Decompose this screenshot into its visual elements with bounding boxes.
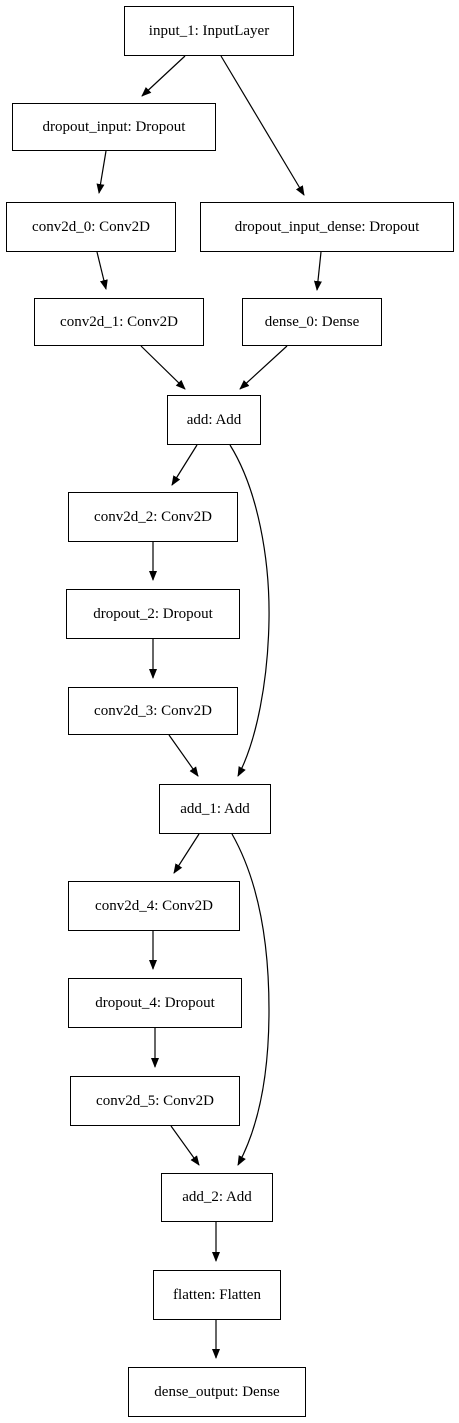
edge-dropout-input-to-conv2d-0 (96, 150, 107, 194)
node-dropout-2: dropout_2: Dropout (66, 589, 240, 639)
edge-dropout-input-dense-to-dense-0 (313, 251, 322, 291)
edge-input-1-to-dropout-input-dense (220, 55, 305, 196)
edge-conv2d-1-to-add (140, 345, 186, 390)
node-conv2d-0: conv2d_0: Conv2D (6, 202, 176, 252)
node-conv2d-3: conv2d_3: Conv2D (68, 687, 238, 735)
node-conv2d-1: conv2d_1: Conv2D (34, 298, 204, 346)
edge-dense-0-to-add (239, 345, 288, 390)
edge-add-1-to-conv2d-4 (173, 833, 200, 874)
edge-input-1-to-dropout-input (141, 55, 186, 97)
node-add: add: Add (167, 395, 261, 445)
node-conv2d-2: conv2d_2: Conv2D (68, 492, 238, 542)
node-add-1: add_1: Add (159, 784, 271, 834)
edge-add-to-add-1 (229, 444, 270, 777)
node-input-1: input_1: InputLayer (124, 6, 294, 56)
node-dropout-input-dense: dropout_input_dense: Dropout (200, 202, 454, 252)
node-dense-0: dense_0: Dense (242, 298, 382, 346)
node-dropout-input: dropout_input: Dropout (12, 103, 216, 151)
node-dense-output: dense_output: Dense (128, 1367, 306, 1417)
node-dropout-4: dropout_4: Dropout (68, 978, 242, 1028)
edge-conv2d-5-to-add-2 (170, 1125, 200, 1166)
node-conv2d-4: conv2d_4: Conv2D (68, 881, 240, 931)
edge-conv2d-3-to-add-1 (168, 734, 199, 777)
node-add-2: add_2: Add (161, 1173, 273, 1222)
node-flatten: flatten: Flatten (153, 1270, 281, 1320)
node-conv2d-5: conv2d_5: Conv2D (70, 1076, 240, 1126)
edge-add-1-to-add-2 (231, 833, 270, 1166)
edge-add-to-conv2d-2 (171, 444, 198, 486)
edge-conv2d-0-to-conv2d-1 (96, 251, 108, 290)
